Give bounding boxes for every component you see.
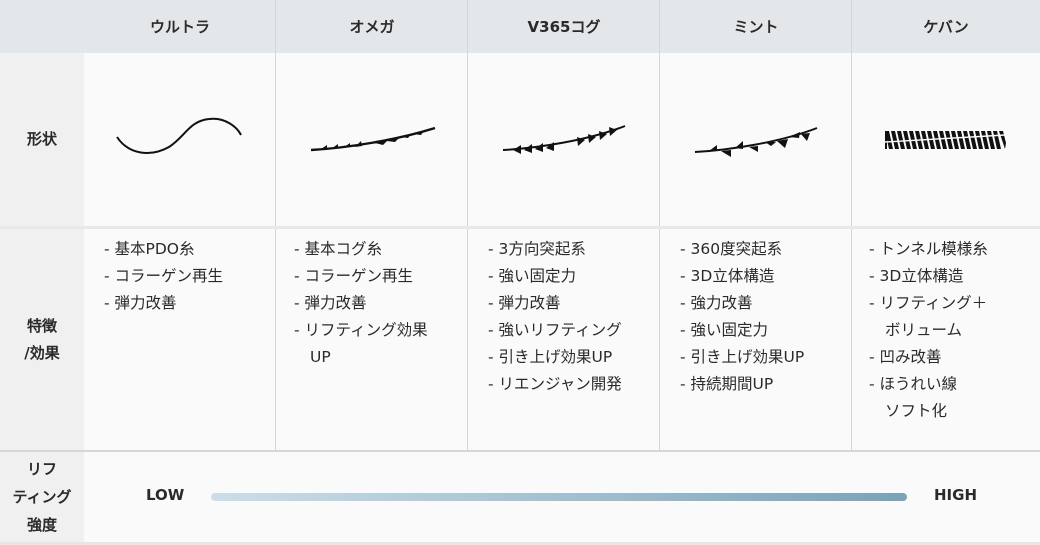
feature-item: - トンネル模様糸	[869, 240, 988, 258]
features-cell-kevan: - トンネル模様糸 - 3D立体構造 - リフティング＋ ボリューム - 凹み改…	[869, 229, 1040, 450]
feature-item: - 3D立体構造	[680, 267, 775, 285]
intensity-gradient-bar	[211, 493, 907, 501]
feature-item-continuation: ソフト化	[885, 402, 948, 420]
one-way-cog-thread-icon	[310, 126, 436, 151]
intensity-low-label: LOW	[146, 486, 185, 504]
feature-item: - 基本PDO糸	[104, 240, 195, 258]
feature-item-continuation: ボリューム	[885, 321, 963, 339]
feature-item: - ほうれい線	[869, 375, 958, 393]
feature-item: - 弾力改善	[104, 294, 177, 312]
feature-item: - リフティング＋	[869, 294, 988, 312]
row-label-shape: 形状	[0, 53, 84, 226]
column-divider	[467, 0, 468, 450]
feature-item: - 強い固定力	[680, 321, 769, 339]
360-cog-thread-icon	[694, 126, 818, 157]
header-row: ウルトラ オメガ V365コグ ミント ケバン	[0, 0, 1040, 53]
intensity-high-label: HIGH	[934, 486, 978, 504]
features-cell-omega: - 基本コグ糸 - コラーゲン再生 - 弾力改善 - リフティング効果 UP	[294, 229, 468, 450]
column-divider	[851, 0, 852, 450]
feature-item: - 3D立体構造	[869, 267, 964, 285]
shape-cell-ultra	[84, 53, 276, 226]
features-cell-mint: - 360度突起系 - 3D立体構造 - 強力改善 - 強い固定力 - 引き上げ…	[680, 229, 852, 450]
feature-item: - リエンジャン開発	[488, 375, 622, 393]
column-header-mint: ミント	[733, 18, 779, 36]
shape-cell-mint	[660, 53, 852, 226]
feature-item: - 強い固定力	[488, 267, 577, 285]
tunnel-mesh-thread-icon	[884, 130, 1006, 149]
feature-item: - 基本コグ糸	[294, 240, 383, 258]
shape-cell-kevan	[852, 53, 1040, 226]
shape-cell-omega	[276, 53, 468, 226]
table-bottom-border	[0, 542, 1040, 545]
row-label-features: 特徴 /効果	[0, 229, 84, 450]
column-header-v365-cog: V365コグ	[527, 18, 601, 36]
feature-item: - リフティング効果	[294, 321, 428, 339]
feature-item: - 弾力改善	[294, 294, 367, 312]
feature-item: - 持続期間UP	[680, 375, 774, 393]
row-divider	[0, 450, 1040, 452]
features-cell-ultra: - 基本PDO糸 - コラーゲン再生 - 弾力改善	[104, 229, 276, 450]
feature-item: - コラーゲン再生	[294, 267, 414, 285]
bidirectional-cog-thread-icon	[502, 124, 626, 154]
feature-item: - 凹み改善	[869, 348, 942, 366]
row-label-lifting-intensity: リフ ティング 強度	[0, 452, 84, 542]
feature-item: - 強力改善	[680, 294, 753, 312]
feature-item: - 強いリフティング	[488, 321, 622, 339]
column-header-ultra: ウルトラ	[149, 18, 210, 36]
column-divider	[275, 0, 276, 450]
column-header-kevan: ケバン	[923, 18, 969, 36]
feature-item-continuation: UP	[310, 348, 331, 366]
feature-item: - 360度突起系	[680, 240, 783, 258]
smooth-wave-thread-icon	[116, 117, 242, 154]
feature-item: - 弾力改善	[488, 294, 561, 312]
column-divider	[659, 0, 660, 450]
column-header-omega: オメガ	[349, 18, 395, 36]
feature-item: - 引き上げ効果UP	[680, 348, 805, 366]
feature-item: - コラーゲン再生	[104, 267, 224, 285]
feature-item: - 3方向突起系	[488, 240, 586, 258]
shape-cell-v365-cog	[468, 53, 660, 226]
features-cell-v365-cog: - 3方向突起系 - 強い固定力 - 弾力改善 - 強いリフティング - 引き上…	[488, 229, 660, 450]
feature-item: - 引き上げ効果UP	[488, 348, 613, 366]
row-divider	[0, 226, 1040, 229]
lifting-intensity-row: LOW HIGH	[84, 452, 1040, 542]
